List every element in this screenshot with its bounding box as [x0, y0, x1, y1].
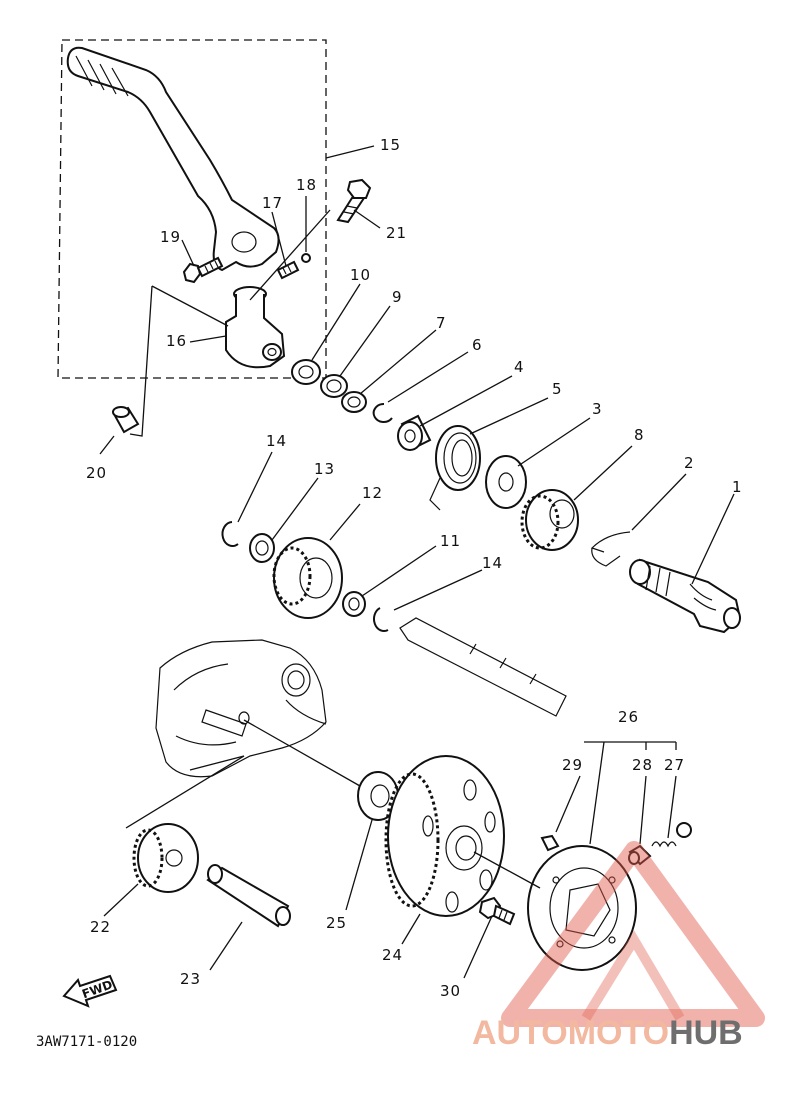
bolt-19: [182, 256, 224, 284]
spring-cap: [628, 844, 652, 866]
watermark-triangle: [501, 841, 765, 1027]
label-10: 10: [350, 266, 371, 284]
washer-3: [485, 455, 527, 509]
washer-10: [291, 359, 321, 385]
washer-7: [341, 391, 367, 413]
circlip-14a: [221, 521, 239, 547]
crankcase-sketch: [155, 639, 327, 778]
starter-clutch: [527, 845, 637, 971]
label-2: 2: [684, 454, 695, 472]
clip: [590, 531, 631, 567]
compression-spring: [651, 822, 692, 848]
label-9: 9: [392, 288, 403, 306]
bolt-21: [336, 178, 372, 224]
kick-lever: [66, 46, 280, 272]
label-19: 19: [160, 228, 181, 246]
label-24: 24: [382, 946, 403, 964]
label-11: 11: [440, 532, 461, 550]
spring-guide: [397, 414, 432, 451]
torsion-spring: [429, 425, 481, 511]
watermark-part1: AUTOMOTO: [472, 1014, 669, 1052]
label-12: 12: [362, 484, 383, 502]
label-18: 18: [296, 176, 317, 194]
label-16: 16: [166, 332, 187, 350]
kick-axle: [629, 558, 742, 634]
part-labels: 15 18 17 19 21 10 9 16 7 6 4 5 3 8 20 14…: [86, 136, 743, 1000]
label-26: 26: [618, 708, 639, 726]
diagram-code: 3AW7171-0120: [36, 1034, 137, 1050]
circlip-6: [372, 402, 393, 423]
watermark-text: AUTOMOTOHUB: [472, 1014, 743, 1052]
label-3: 3: [592, 400, 603, 418]
circlip-14b: [373, 607, 389, 632]
label-14b: 14: [482, 554, 503, 572]
label-17: 17: [262, 194, 283, 212]
idle-gear: [272, 537, 343, 619]
leader-lines: [99, 145, 735, 979]
label-7: 7: [436, 314, 447, 332]
kick-boss: [225, 286, 286, 369]
label-23: 23: [180, 970, 201, 988]
washer-13: [249, 533, 275, 563]
bolt-30: [478, 896, 516, 926]
fwd-label: FWD: [80, 977, 114, 1001]
assembly-boundary-15: [57, 39, 327, 379]
shaft-outline: [399, 617, 567, 717]
primary-gear: [132, 823, 199, 893]
pin: [276, 260, 300, 280]
label-5: 5: [552, 380, 563, 398]
label-15: 15: [380, 136, 401, 154]
label-22: 22: [90, 918, 111, 936]
label-1: 1: [732, 478, 743, 496]
label-29: 29: [562, 756, 583, 774]
label-6: 6: [472, 336, 483, 354]
roller: [540, 834, 560, 852]
label-28: 28: [632, 756, 653, 774]
label-27: 27: [664, 756, 685, 774]
label-25: 25: [326, 914, 347, 932]
label-14a: 14: [266, 432, 287, 450]
collar: [112, 406, 140, 434]
label-20: 20: [86, 464, 107, 482]
label-30: 30: [440, 982, 461, 1000]
label-4: 4: [514, 358, 525, 376]
ball: [301, 253, 311, 263]
washer-11: [342, 591, 366, 617]
kick-gear: [520, 489, 579, 551]
starter-wheel-gear: [384, 755, 505, 917]
watermark-logo: [501, 841, 765, 1027]
watermark-part2: HUB: [669, 1014, 743, 1052]
label-21: 21: [386, 224, 407, 242]
label-8: 8: [634, 426, 645, 444]
shaft-23: [206, 864, 291, 928]
fwd-direction-badge: FWD: [62, 974, 118, 1008]
washer-9: [320, 374, 348, 398]
label-13: 13: [314, 460, 335, 478]
